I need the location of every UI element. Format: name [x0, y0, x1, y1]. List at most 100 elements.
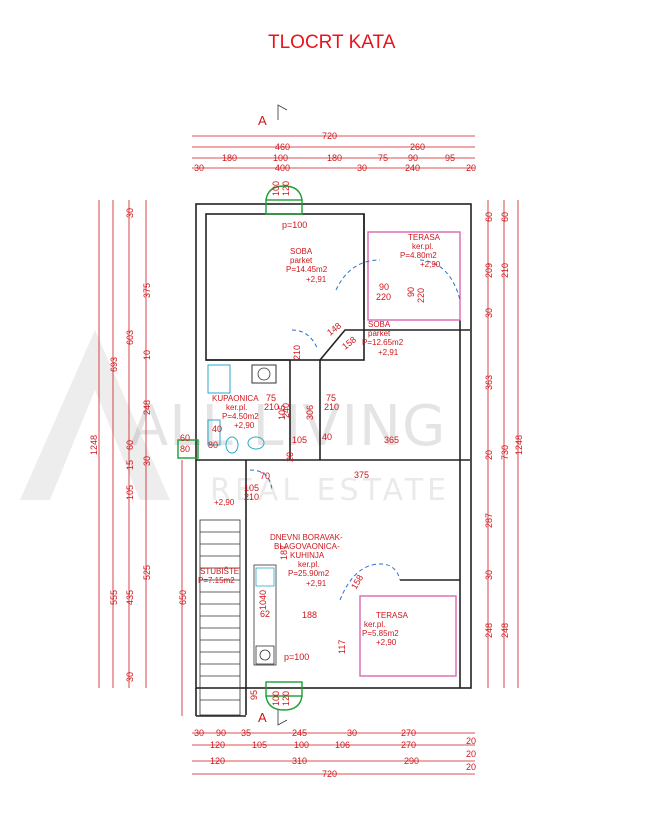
- inner-dim: 158: [340, 334, 358, 351]
- inner-dim: 100: [271, 691, 281, 706]
- dim-bot-r2-4: 270: [401, 740, 416, 750]
- watermark-logo-icon: [20, 330, 170, 500]
- room-area: P=7.15m2: [198, 576, 235, 585]
- kitchen-counter: [253, 564, 277, 666]
- room-kupaonica: KUPAONICA ker.pl. P=4.50m2 +2,90: [212, 394, 259, 430]
- inner-dim: 80: [180, 444, 190, 454]
- inner-dim: 90: [406, 287, 416, 297]
- dim-right-a0: 60: [484, 212, 494, 222]
- dim-top-r3-4: 90: [408, 153, 418, 163]
- inner-dim: 220: [376, 292, 391, 302]
- dim-right-b1: 210: [500, 263, 510, 278]
- room-floor: ker.pl.: [412, 242, 433, 251]
- inner-dim: p=100: [284, 652, 309, 662]
- inner-dim: 375: [354, 470, 369, 480]
- dim-left-b0: 30: [125, 208, 135, 218]
- watermark-line1: ALL LIVING: [130, 394, 446, 459]
- inner-dim: 75: [266, 393, 276, 403]
- watermark: ALL LIVING REAL ESTATE: [20, 330, 450, 508]
- bathroom-fixtures: [207, 364, 277, 454]
- dim-left-b6: 30: [125, 672, 135, 682]
- inner-dim: 105: [292, 435, 307, 445]
- inner-dim: 70: [260, 471, 270, 481]
- room-stubiste: STUBIŠTE P=7.15m2 +2,90: [198, 498, 239, 585]
- dim-left-b1: 603: [125, 330, 135, 345]
- room-floor: ker.pl.: [298, 560, 319, 569]
- dim-left-b3: 15: [125, 460, 135, 470]
- dim-bot-total: 720: [322, 769, 337, 779]
- dim-bot-r1-5: 270: [401, 728, 416, 738]
- watermark-line2: REAL ESTATE: [210, 473, 450, 508]
- washer-icon: [251, 364, 277, 384]
- inner-dim: 40: [322, 432, 332, 442]
- section-label-top: A: [258, 113, 267, 128]
- dim-top-total: 720: [322, 131, 337, 141]
- room-name: SOBA: [290, 247, 313, 256]
- inner-dim: 187: [279, 545, 289, 560]
- inner-dim: 95: [249, 690, 259, 700]
- dim-right-a6: 30: [484, 570, 494, 580]
- terrace-top-outline: [367, 231, 461, 321]
- dim-left-c1: 10: [142, 350, 152, 360]
- dim-right-a5: 287: [484, 513, 494, 528]
- stove-icon: [255, 645, 275, 665]
- sink-icon: [247, 436, 265, 450]
- dim-bot-r3-0: 120: [210, 756, 225, 766]
- dim-left-b5: 435: [125, 590, 135, 605]
- inner-dim: 62: [260, 609, 270, 619]
- section-label-bottom: A: [258, 710, 267, 725]
- dim-left-b2: 60: [125, 440, 135, 450]
- inner-dim: 120: [281, 691, 291, 706]
- dim-left-a1: 555: [109, 590, 119, 605]
- room-name: KUPAONICA: [212, 394, 259, 403]
- room-level: +2,91: [378, 348, 399, 357]
- door-terrace-top-1: [335, 259, 381, 291]
- room-name: SOBA: [368, 320, 391, 329]
- dim-bot-r3-2: 290: [404, 756, 419, 766]
- door-terrace-bottom-1: [339, 564, 373, 601]
- dims-right: 60 209 30 363 20 287 30 248 60 210 730 2…: [484, 200, 524, 688]
- inner-dim: 100: [271, 181, 281, 196]
- room-area: P=4.50m2: [222, 412, 259, 421]
- dim-right-b2: 730: [500, 445, 510, 460]
- room-area: P=12.65m2: [362, 338, 404, 347]
- dim-left-total: 1248: [89, 435, 99, 455]
- dim-top-r4-4: 20: [466, 163, 476, 173]
- doors: [249, 259, 461, 601]
- inner-dim: 158: [349, 573, 365, 591]
- walls: [195, 203, 472, 717]
- room-floor: parket: [368, 329, 391, 338]
- door-room-2: [291, 329, 319, 351]
- room-area: P=4.80m2: [400, 251, 437, 260]
- dim-top-r4-3: 240: [405, 163, 420, 173]
- windows: [177, 185, 303, 711]
- dim-left-c3: 30: [142, 456, 152, 466]
- dim-bot-r1-2: 35: [241, 728, 251, 738]
- room-name: STUBIŠTE: [200, 567, 239, 576]
- room-level: +2,90: [214, 498, 235, 507]
- inner-dim: 210: [292, 345, 302, 360]
- dim-bot-r2-5: 20: [466, 749, 476, 759]
- shower-icon: [207, 364, 231, 394]
- room-name: TERASA: [376, 611, 409, 620]
- inner-dim: 60: [180, 433, 190, 443]
- dim-top-r3-3: 75: [378, 153, 388, 163]
- dims-top: 720 460 260 180 100 180 75 90 95 30 400 …: [192, 131, 476, 173]
- door-living: [249, 469, 273, 491]
- dim-left-c0: 375: [142, 283, 152, 298]
- room-floor: ker.pl.: [226, 403, 247, 412]
- room-level: +2,90: [376, 638, 397, 647]
- fridge-icon: [255, 567, 275, 587]
- section-marker-top: A: [258, 104, 288, 128]
- dim-left-c4: 525: [142, 565, 152, 580]
- dim-top-r4-2: 30: [357, 163, 367, 173]
- room-terasa-1: TERASA ker.pl. P=4.80m2 +2,90: [400, 233, 441, 269]
- dim-top-r2-0: 460: [275, 142, 290, 152]
- dim-top-r3-5: 95: [445, 153, 455, 163]
- dim-bot-r1-0: 30: [194, 728, 204, 738]
- dim-top-r4-1: 400: [275, 163, 290, 173]
- dim-left-d: 650: [178, 590, 188, 605]
- inner-dim: 105: [244, 483, 259, 493]
- dim-right-b3: 248: [500, 623, 510, 638]
